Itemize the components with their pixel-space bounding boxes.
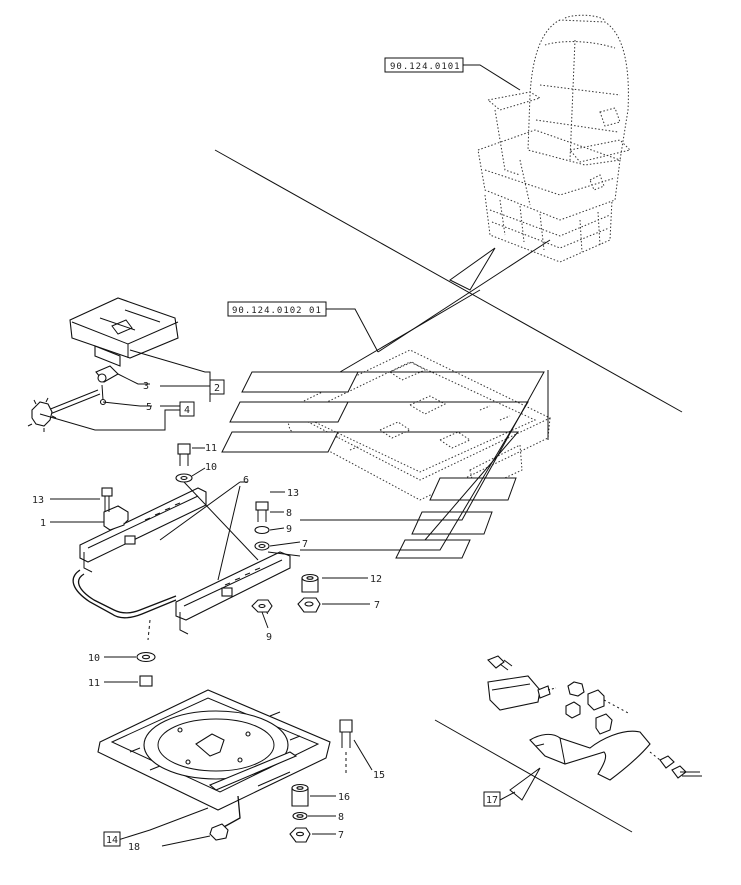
ref-seat-label: 90.124.0101 [390,62,461,72]
slide-rail-assembly [72,487,291,641]
belt-divider-line [434,719,633,833]
ref-seat-callout[interactable]: 90.124.0101 [384,57,521,91]
leader-lines-base [300,239,551,551]
boxed-ref-2[interactable]: 2 [209,379,225,395]
svg-text:17: 17 [486,795,498,806]
swivel-callouts: 15 16 8 7 18 [117,739,385,853]
belt-arrow [509,767,541,801]
seat-assembly-dotted [477,14,631,263]
hidden-parts-placeholders-left [221,371,359,453]
label-11-top: 11 [205,443,217,454]
bolt-washer-top: 11 10 [175,443,259,561]
spacer-nut-right: 12 7 [297,573,382,613]
label-3: 3 [143,381,149,392]
svg-text:4: 4 [184,405,190,416]
seat-base-plate-dotted [283,349,552,501]
label-8-center: 8 [286,508,292,519]
label-12: 12 [370,574,382,585]
label-5: 5 [146,402,152,413]
section-divider-line [214,149,683,413]
rail-callouts: 13 1 6 [32,475,249,581]
center-bolt-stack: 13 8 9 7 9 [251,488,308,643]
seat-arrow [449,247,496,291]
callout-group-3-5: 3 5 [39,349,211,431]
belt-leader [499,791,516,801]
ref-base-callout[interactable]: 90.124.0102 01 [227,301,379,353]
seat-belt-assembly [487,655,702,781]
swivel-plate-assembly [97,689,353,841]
svg-text:2: 2 [214,383,220,394]
hidden-parts-placeholders-right [395,477,517,559]
label-6: 6 [243,475,249,486]
svg-text:14: 14 [106,835,118,846]
label-16: 16 [338,792,350,803]
lever-cover-assembly [27,297,179,432]
label-7-right: 7 [374,600,380,611]
label-13-left: 13 [32,495,44,506]
ref-base-label: 90.124.0102 01 [232,306,322,316]
washer-bolt-lower: 10 11 [88,651,156,689]
boxed-ref-17[interactable]: 17 [483,791,501,807]
boxed-ref-4[interactable]: 4 [179,401,195,417]
label-1: 1 [40,518,46,529]
label-8-lower: 8 [338,812,344,823]
label-10-top: 10 [205,462,217,473]
label-9-lower: 9 [266,632,272,643]
label-15: 15 [373,770,385,781]
label-18: 18 [128,842,140,853]
label-9-center: 9 [286,524,292,535]
label-11-lower: 11 [88,678,100,689]
boxed-ref-14[interactable]: 14 [103,831,121,847]
label-7-lower: 7 [338,830,344,841]
label-10-lower: 10 [88,653,100,664]
label-13-center: 13 [287,488,299,499]
label-7-center: 7 [302,539,308,550]
